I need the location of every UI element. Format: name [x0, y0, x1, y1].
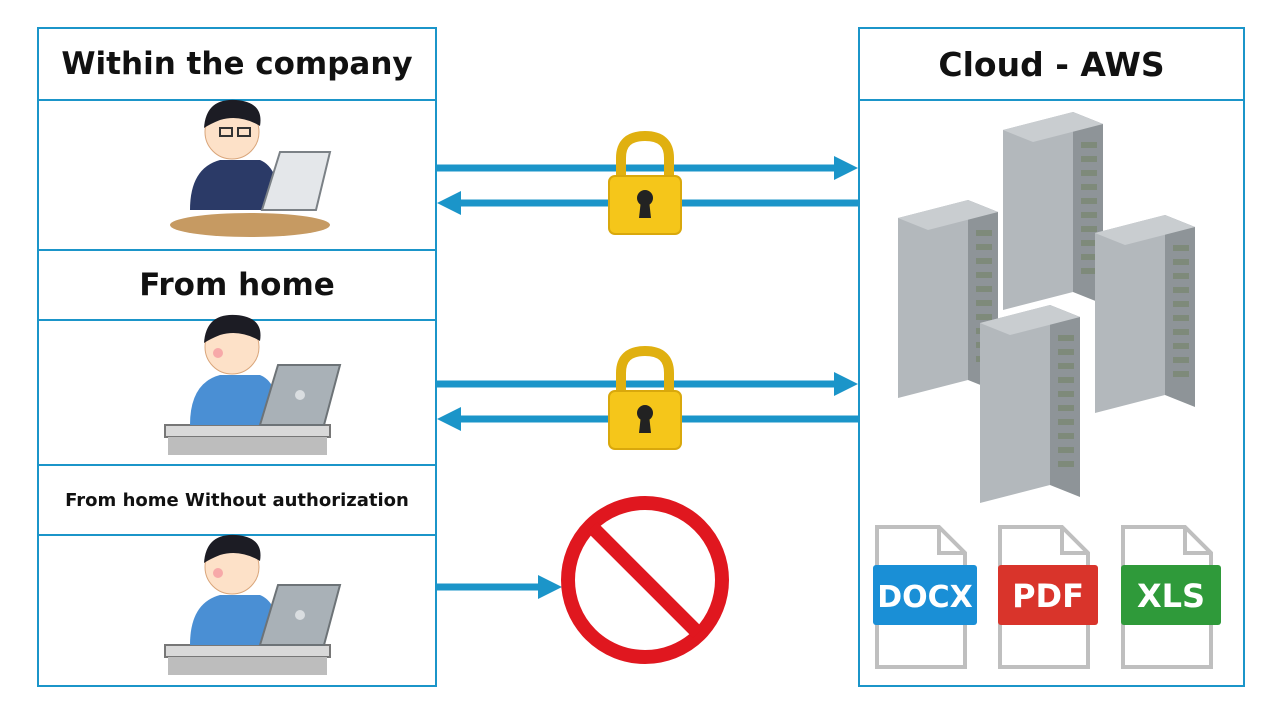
file-pdf-icon: PDF: [998, 525, 1098, 669]
arrow-home-to-cloud: [437, 372, 858, 396]
file-docx-icon: DOCX: [873, 525, 977, 669]
arrow-unauthorized: [437, 575, 562, 599]
divider: [39, 464, 435, 466]
divider: [39, 249, 435, 251]
header-unauthorized: From home Without authorization: [39, 466, 435, 536]
cloud-title-label: Cloud - AWS: [938, 44, 1165, 84]
arrow-company-to-cloud: [437, 156, 858, 180]
cloud-title: Cloud - AWS: [860, 29, 1243, 101]
header-from-home: From home: [39, 251, 435, 321]
padlock-icon: [609, 351, 681, 449]
header-unauthorized-label: From home Without authorization: [65, 489, 409, 511]
padlock-icon: [609, 136, 681, 234]
file-docx-label: DOCX: [877, 580, 973, 615]
file-xls-label: XLS: [1137, 577, 1205, 615]
unauthorized-worker-icon: [164, 533, 341, 676]
header-within-company-label: Within the company: [61, 46, 413, 82]
file-xls-icon: XLS: [1121, 525, 1221, 669]
header-within-company: Within the company: [39, 29, 435, 101]
prohibited-icon: [561, 496, 729, 664]
file-pdf-label: PDF: [1012, 577, 1084, 615]
home-worker-icon: [164, 313, 341, 456]
office-worker-icon: [170, 99, 332, 237]
server-icon: [898, 112, 1195, 503]
header-from-home-label: From home: [139, 267, 335, 303]
